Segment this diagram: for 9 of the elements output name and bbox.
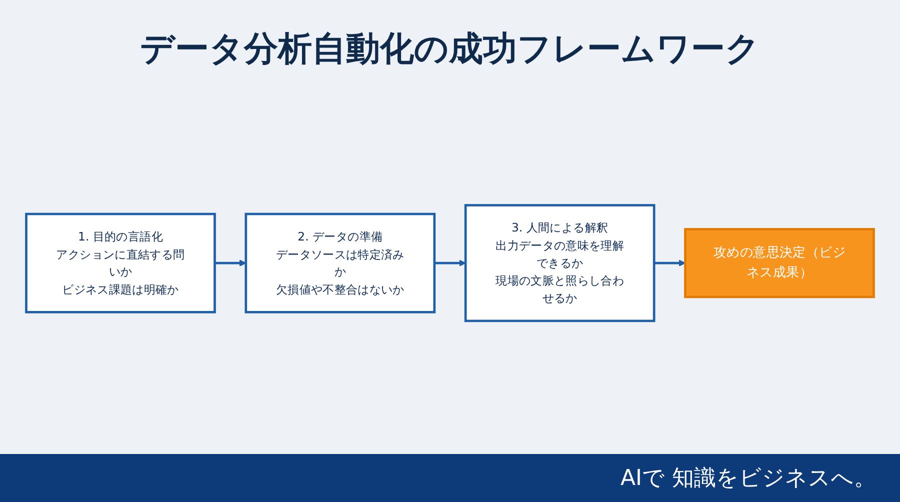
arrow <box>214 260 246 266</box>
node-box: 攻めの意思決定（ビジネス成果） <box>684 228 875 298</box>
node-box: 2. データの準備 データソースは特定済みか 欠損値や不整合はないか <box>244 212 436 314</box>
node-box: 1. 目的の言語化 アクションに直結する問いか ビジネス課題は明確か <box>25 212 216 314</box>
title: データ分析自動化の成功フレームワーク <box>139 28 761 71</box>
arrow <box>654 260 686 266</box>
arrow <box>434 260 466 266</box>
tagline: AIで 知識をビジネスへ。 <box>620 465 876 493</box>
node-box: 3. 人間による解釈 出力データの意味を理解できるか 現場の文脈と照らし合わせるか <box>464 204 656 322</box>
